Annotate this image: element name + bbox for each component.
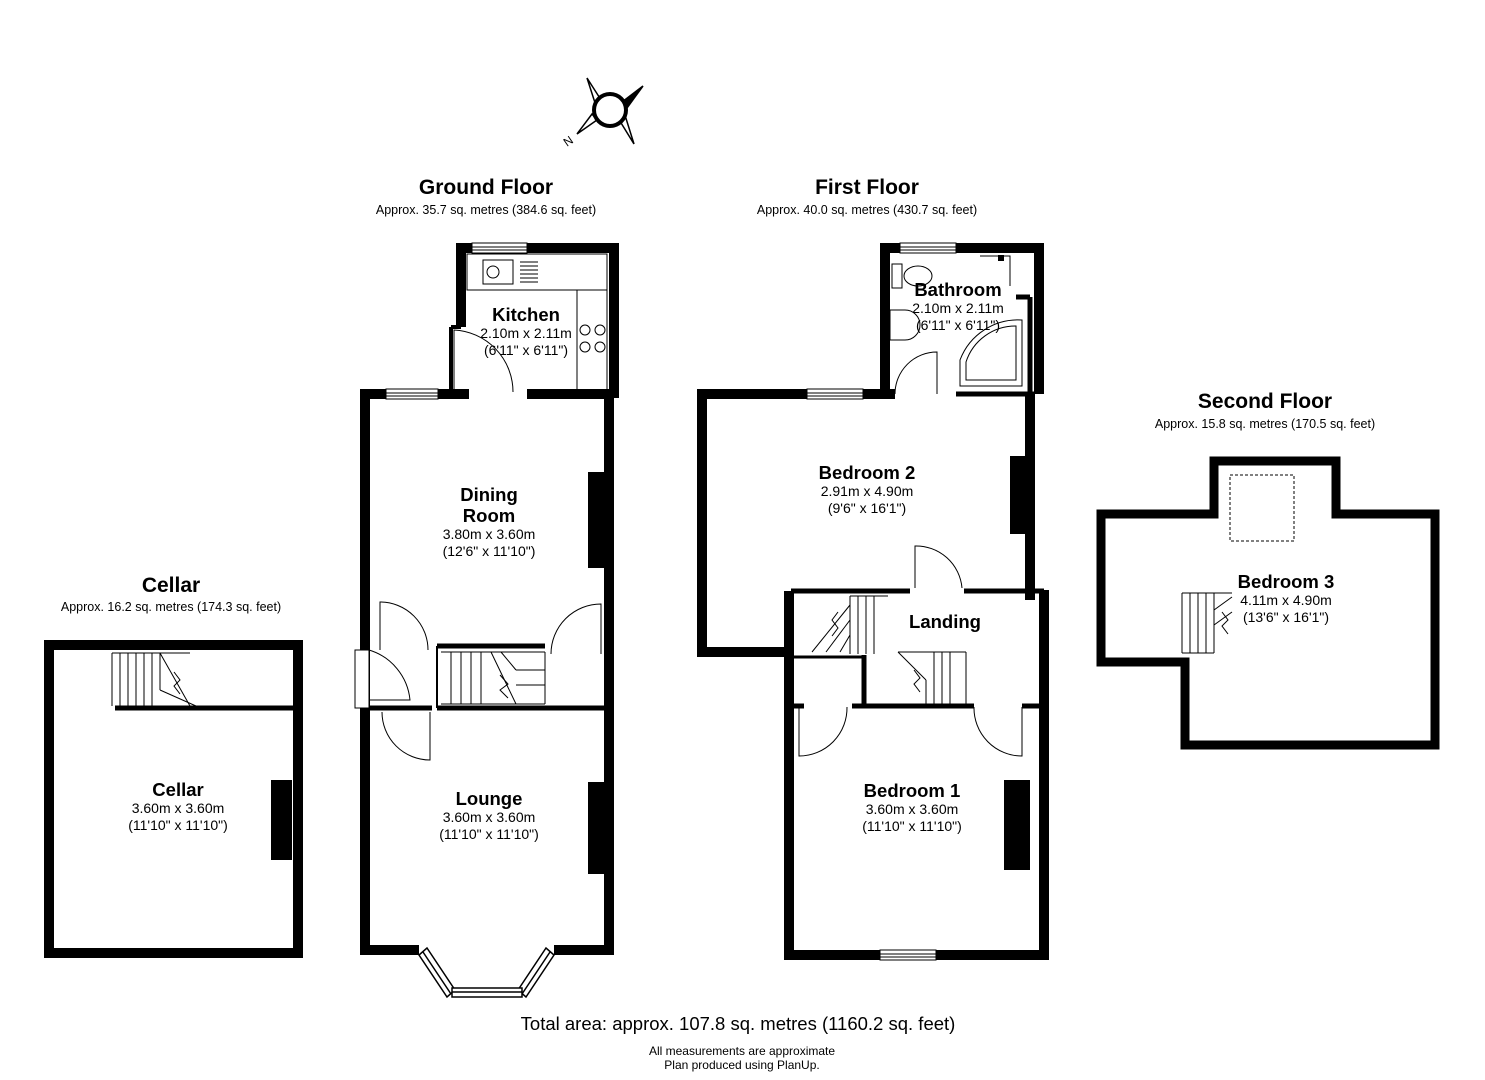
svg-text:N: N [561,133,576,149]
room-name: Bedroom 3 [1237,571,1335,592]
first-floor-plan [697,242,1049,961]
room-name: Bathroom [914,279,1002,300]
room-bedroom-2: Bedroom 2 2.91m x 4.90m (9'6" x 16'1") [819,462,916,517]
cellar-floor-title: Cellar [141,574,201,597]
room-name-line2: Room [462,505,516,526]
room-imperial: (11'10" x 11'10") [128,817,228,833]
room-name: Landing [909,611,981,632]
room-kitchen: Kitchen 2.10m x 2.11m (6'11" x 6'11") [480,304,572,359]
second-floor-title: Second Floor [1197,390,1333,413]
first-floor-title: First Floor [815,176,919,199]
ground-floor-title: Ground Floor [418,176,554,199]
first-floor-area: Approx. 40.0 sq. metres (430.7 sq. feet) [756,203,978,217]
room-dining: Dining Room 3.80m x 3.60m (12'6" x 11'10… [443,484,536,560]
ground-floor-plan [354,242,619,999]
room-metric: 2.10m x 2.11m [480,325,572,341]
room-cellar: Cellar 3.60m x 3.60m (11'10" x 11'10") [128,779,228,834]
room-bedroom-3: Bedroom 3 4.11m x 4.90m (13'6" x 16'1") [1238,571,1335,626]
room-name: Lounge [455,788,523,809]
first-stairs [811,595,967,704]
cellar-plan [44,640,303,958]
room-metric: 3.60m x 3.60m [865,801,959,817]
room-landing: Landing [909,611,981,632]
room-metric: 2.10m x 2.11m [912,300,1004,316]
second-floor-plan [1096,456,1440,750]
room-name: Bedroom 2 [818,462,916,483]
room-name-line1: Dining [460,484,518,505]
ground-floor-area: Approx. 35.7 sq. metres (384.6 sq. feet) [375,203,597,217]
room-metric: 3.80m x 3.60m [442,526,536,542]
room-imperial: (13'6" x 16'1") [1242,609,1330,625]
compass-icon: N [561,77,644,149]
footer-note-approx: All measurements are approximate [648,1044,836,1058]
room-metric: 3.60m x 3.60m [131,800,225,816]
second-stairs [1181,592,1233,654]
room-imperial: (12'6" x 11'10") [442,543,536,559]
room-bathroom: Bathroom 2.10m x 2.11m (6'11" x 6'11") [912,279,1004,334]
room-metric: 3.60m x 3.60m [442,809,536,825]
room-bedroom-1: Bedroom 1 3.60m x 3.60m (11'10" x 11'10"… [862,780,962,835]
room-imperial: (11'10" x 11'10") [862,818,962,834]
room-name: Cellar [152,779,204,800]
room-imperial: (9'6" x 16'1") [827,500,907,516]
room-name: Bedroom 1 [863,780,961,801]
room-metric: 4.11m x 4.90m [1240,592,1332,608]
room-imperial: (6'11" x 6'11") [483,342,569,358]
ground-stairs [441,651,546,705]
room-metric: 2.91m x 4.90m [820,483,914,499]
second-floor-area: Approx. 15.8 sq. metres (170.5 sq. feet) [1154,417,1376,431]
cellar-floor-area: Approx. 16.2 sq. metres (174.3 sq. feet) [60,600,282,614]
room-name: Kitchen [492,304,560,325]
room-lounge: Lounge 3.60m x 3.60m (11'10" x 11'10") [439,788,539,843]
total-area: Total area: approx. 107.8 sq. metres (11… [520,1013,956,1034]
cellar-stairs [111,652,197,707]
footer-note-planup: Plan produced using PlanUp. [664,1058,820,1072]
room-imperial: (6'11" x 6'11") [915,317,1001,333]
room-imperial: (11'10" x 11'10") [439,826,539,842]
